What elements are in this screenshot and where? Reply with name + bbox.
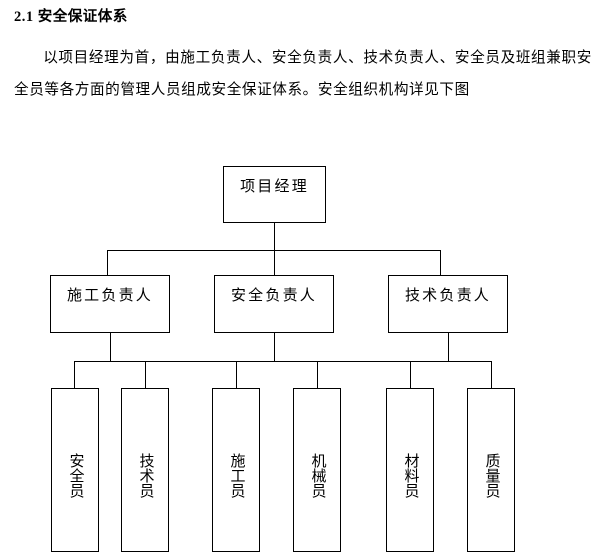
org-node-label: 安全员 (67, 452, 84, 498)
connector-l2-stem-1 (110, 333, 111, 361)
org-node-technician[interactable]: 技术员 (121, 388, 169, 552)
org-node-construction-officer[interactable]: 施工员 (212, 388, 260, 552)
org-node-safety-manager[interactable]: 安全负责人 (214, 275, 334, 333)
section-heading: 2.1 安全保证体系 (14, 9, 128, 25)
connector-l2-drop-2 (274, 250, 275, 275)
connector-l2-bus (107, 250, 440, 251)
connector-l2-drop-1 (107, 250, 108, 275)
org-node-label: 机械员 (309, 452, 326, 498)
org-node-label: 技术员 (137, 452, 154, 498)
org-node-quality-officer[interactable]: 质量员 (467, 388, 515, 552)
org-node-construction-manager[interactable]: 施工负责人 (50, 275, 170, 333)
org-node-technical-manager[interactable]: 技术负责人 (388, 275, 508, 333)
org-node-label: 安全负责人 (230, 288, 317, 304)
connector-l2-stem-2 (274, 333, 275, 361)
connector-l3-drop-3 (236, 361, 237, 388)
org-node-safety-officer[interactable]: 安全员 (51, 388, 99, 552)
org-node-label: 技术负责人 (404, 288, 491, 304)
connector-l2-drop-3 (440, 250, 441, 275)
connector-l1-stem (274, 223, 275, 251)
org-node-machinery-officer[interactable]: 机械员 (293, 388, 341, 552)
connector-l3-drop-2 (145, 361, 146, 388)
connector-l3-drop-5 (410, 361, 411, 388)
connector-l2-stem-3 (448, 333, 449, 361)
org-node-label: 项目经理 (240, 179, 309, 195)
org-node-project-manager[interactable]: 项目经理 (223, 166, 326, 223)
connector-l3-drop-6 (491, 361, 492, 388)
org-node-label: 施工员 (228, 452, 245, 498)
org-node-materials-officer[interactable]: 材料员 (386, 388, 434, 552)
section-paragraph: 以项目经理为首，由施工负责人、安全负责人、技术负责人、安全员及班组兼职安全员等各… (14, 50, 592, 98)
connector-l3-drop-1 (74, 361, 75, 388)
org-node-label: 质量员 (483, 452, 500, 498)
org-node-label: 施工负责人 (66, 288, 153, 304)
connector-l3-drop-4 (317, 361, 318, 388)
connector-l3-bus (74, 361, 491, 362)
org-node-label: 材料员 (402, 452, 419, 498)
